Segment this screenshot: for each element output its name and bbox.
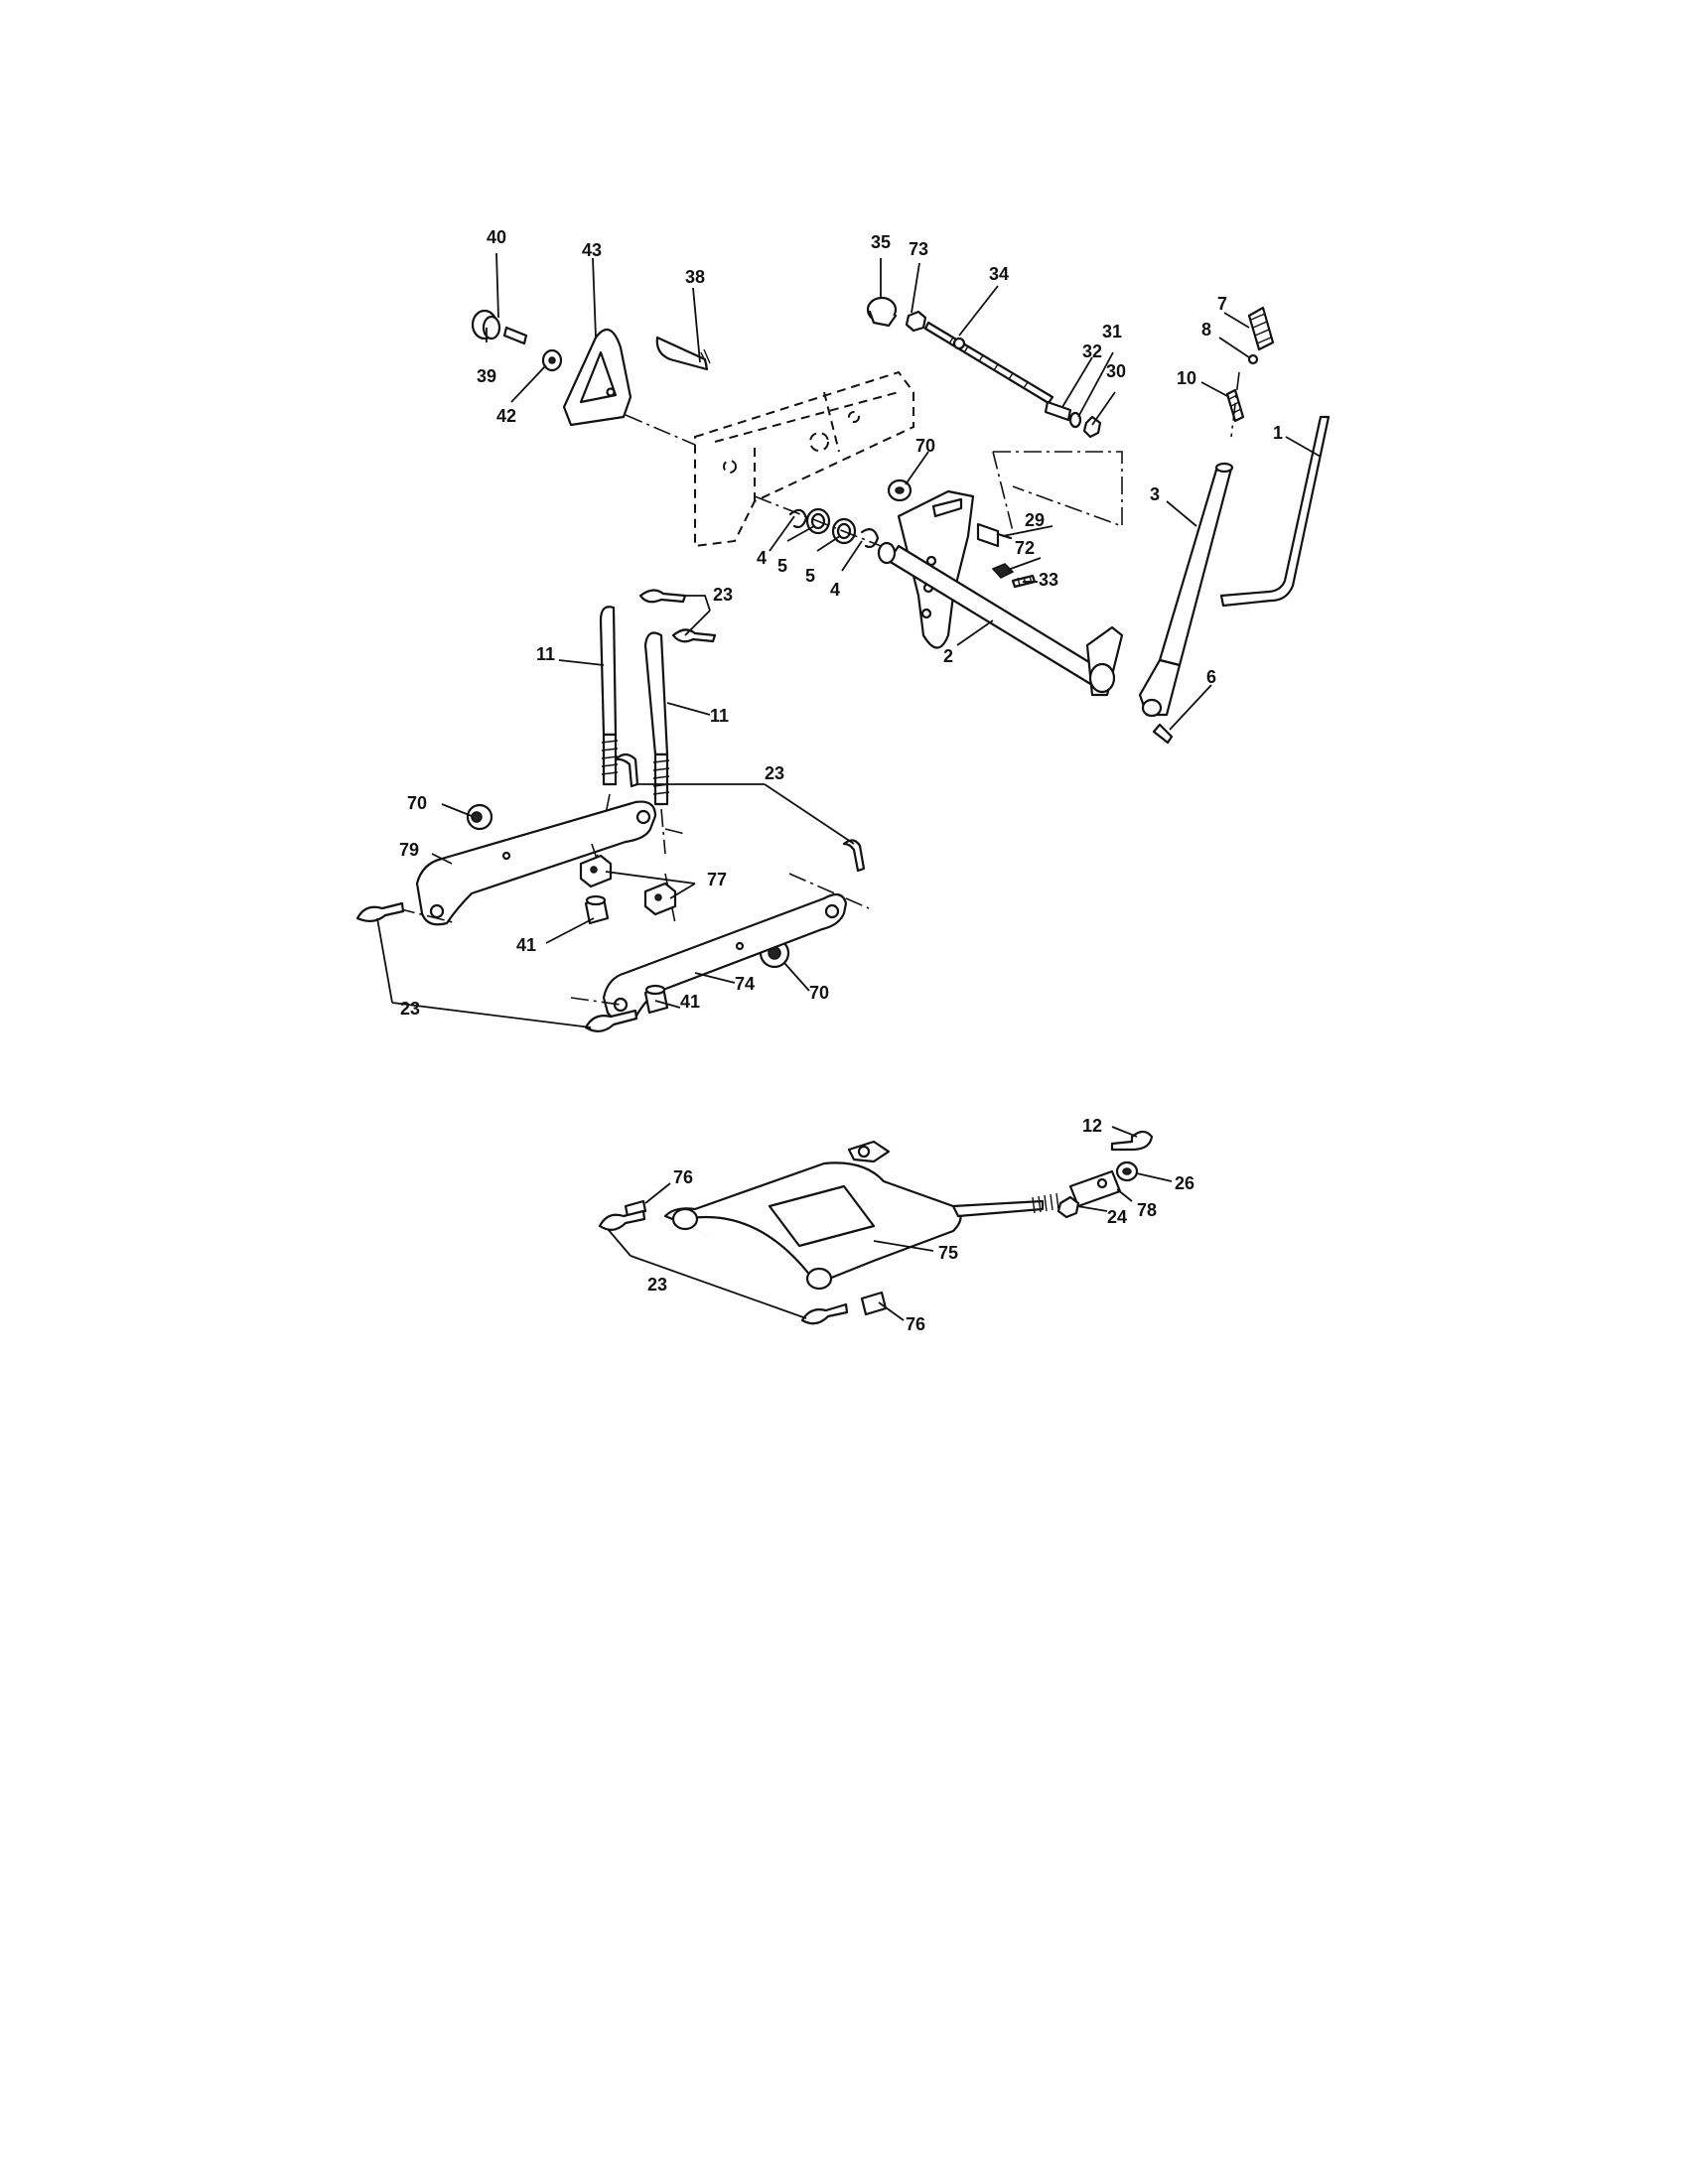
part-6-bolt [1152, 723, 1174, 745]
part-23-pin-bottom [584, 1009, 638, 1032]
part-7-grip [1247, 306, 1275, 351]
part-38-clip [655, 336, 711, 371]
part-23-pin-top-b [671, 628, 717, 643]
callout-31: 31 [1102, 322, 1122, 341]
callout-30: 30 [1106, 361, 1126, 381]
callout-72: 72 [1015, 538, 1035, 558]
part-11-rod-left [599, 606, 619, 786]
callout-74: 74 [735, 974, 755, 994]
callout-23-top: 23 [713, 585, 733, 605]
part-34-rod [923, 321, 1054, 405]
callout-76-top: 76 [673, 1167, 693, 1187]
callout-23-lower: 23 [647, 1275, 667, 1295]
part-40-bolt [502, 326, 528, 345]
part-41-nut-right [643, 984, 669, 1015]
part-39-knob [471, 309, 501, 341]
callout-3: 3 [1150, 484, 1160, 504]
callout-5-left: 5 [777, 556, 787, 576]
callout-24: 24 [1107, 1207, 1127, 1227]
part-23-pin-lower-b [800, 1302, 849, 1325]
part-23-pin-left [355, 901, 405, 922]
callout-23-mid: 23 [765, 763, 784, 783]
part-75-plate [663, 1140, 1059, 1291]
callout-39: 39 [477, 366, 496, 386]
part-72-nut [991, 563, 1015, 579]
callout-26: 26 [1175, 1173, 1194, 1193]
callout-32: 32 [1082, 341, 1102, 361]
callout-40: 40 [487, 227, 506, 247]
leader-lines [376, 252, 1322, 1321]
callout-labels: 40 43 38 39 42 35 73 34 31 32 30 7 8 10 … [399, 227, 1283, 1334]
part-3-lift-lever [1138, 462, 1234, 718]
part-76-bolt-bottom [860, 1291, 888, 1316]
callout-41-right: 41 [680, 992, 700, 1012]
callout-70-right: 70 [809, 983, 829, 1003]
callout-7: 7 [1217, 294, 1227, 314]
part-43-bracket [562, 328, 632, 427]
callout-2: 2 [943, 646, 953, 666]
part-11-rod-right [643, 631, 670, 806]
callout-34: 34 [989, 264, 1009, 284]
part-26-bushing [1115, 1160, 1139, 1182]
part-2-lift-shaft [877, 489, 1124, 697]
callout-4-left: 4 [757, 548, 767, 568]
part-1-rod [1219, 415, 1331, 608]
part-23-pin-mid-a [614, 752, 639, 788]
part-23-pin-lower-a [598, 1209, 646, 1231]
part-77-block-right [643, 882, 677, 916]
part-35-knob [866, 296, 898, 328]
callout-70-left: 70 [407, 793, 427, 813]
callout-8: 8 [1201, 320, 1211, 340]
part-77-block-left [579, 854, 613, 888]
callout-41-left: 41 [516, 935, 536, 955]
part-78-clevis [1068, 1169, 1122, 1208]
frame-outline [694, 370, 914, 548]
part-8-ball [1247, 353, 1259, 365]
part-41-nut-left [584, 894, 610, 925]
part-12-pin [1110, 1130, 1154, 1152]
callout-35: 35 [871, 232, 891, 252]
callout-29: 29 [1025, 510, 1045, 530]
part-4-ring-left [788, 508, 808, 529]
part-32-spacer [1044, 400, 1072, 422]
callout-10: 10 [1177, 368, 1196, 388]
callout-5-right: 5 [805, 566, 815, 586]
callout-4-right: 4 [830, 580, 840, 600]
part-73-nut [905, 310, 927, 333]
callout-1: 1 [1273, 423, 1283, 443]
part-79-arm [415, 800, 657, 926]
callout-76-bottom: 76 [906, 1314, 925, 1334]
callout-75: 75 [938, 1243, 958, 1263]
part-30-nut [1082, 415, 1102, 439]
part-23-pin-mid-b [842, 839, 866, 873]
callout-11-left: 11 [536, 644, 555, 664]
part-42-washer [541, 348, 563, 372]
callout-78: 78 [1137, 1200, 1157, 1220]
callout-12: 12 [1082, 1116, 1102, 1136]
callout-11-right: 11 [710, 706, 729, 726]
callout-79: 79 [399, 840, 419, 860]
callout-23-bottom: 23 [400, 999, 420, 1019]
callout-42: 42 [496, 406, 516, 426]
part-23-pin-top-a [638, 589, 687, 604]
part-24-nut [1056, 1195, 1080, 1219]
part-29-trunnion [976, 522, 1013, 548]
callout-43: 43 [582, 240, 602, 260]
callout-70-top: 70 [915, 436, 935, 456]
part-70-bushing-top [887, 478, 912, 502]
callout-6: 6 [1206, 667, 1216, 687]
callout-73: 73 [909, 239, 928, 259]
callout-77: 77 [707, 870, 727, 889]
callout-38: 38 [685, 267, 705, 287]
callout-33: 33 [1039, 570, 1058, 590]
part-70-bushing-left [466, 803, 493, 831]
